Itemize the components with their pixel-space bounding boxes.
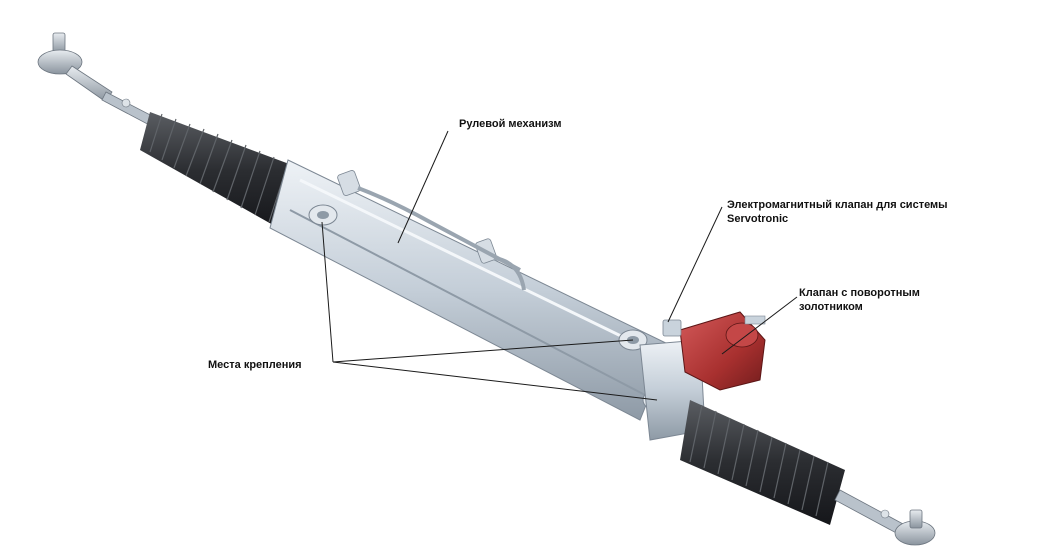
leader-rotary-valve [721,296,798,355]
label-solenoid-valve-line1: Электромагнитный клапан для системы [727,199,948,211]
leader-mount-2 [332,339,634,363]
left-tie-rod-end [37,32,161,129]
left-boot [140,112,300,230]
label-steering-gear: Рулевой механизм [459,117,562,131]
leader-mount-3 [332,361,658,401]
leader-steering-gear [397,130,449,244]
right-tie-rod-end [834,489,936,546]
label-rotary-valve-line2: золотником [799,301,863,313]
label-solenoid-valve-line2: Servotronic [727,213,789,225]
label-mounting-points: Места крепления [208,358,302,372]
leader-mount-1 [321,221,334,363]
right-boot [680,400,845,525]
leader-solenoid-valve [667,206,723,323]
label-mounting-points-text: Места крепления [208,359,302,371]
rotary-valve [662,311,766,391]
leader-lines [321,130,798,401]
label-solenoid-valve: Электромагнитный клапан для системы Serv… [727,198,948,226]
label-steering-gear-text: Рулевой механизм [459,118,562,130]
label-rotary-valve: Клапан с поворотным золотником [799,286,920,314]
label-rotary-valve-line1: Клапан с поворотным [799,287,920,299]
